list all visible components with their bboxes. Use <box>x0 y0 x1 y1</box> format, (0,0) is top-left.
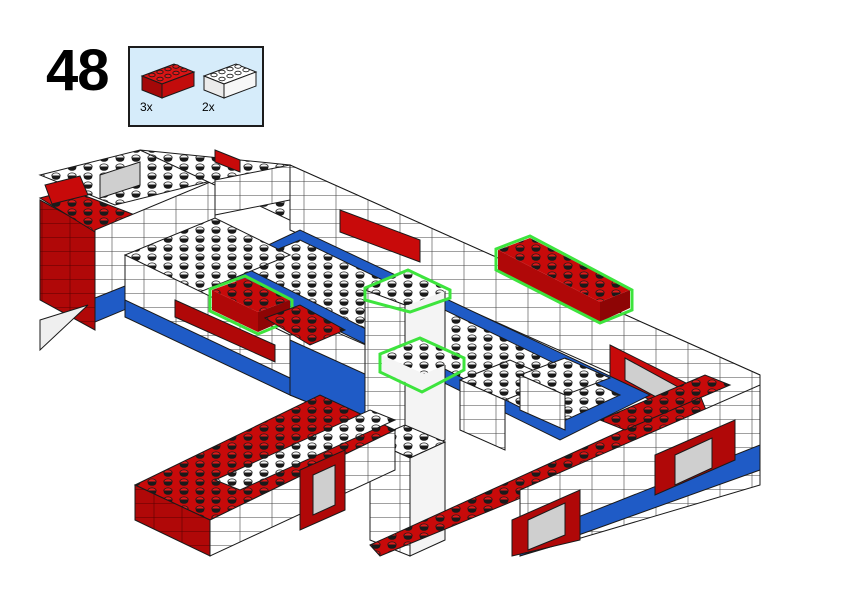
new-red-brick-left <box>208 274 347 346</box>
new-red-brick-right <box>494 234 634 325</box>
new-white-brick-lower <box>378 336 466 394</box>
front-wall <box>133 374 761 557</box>
step-number: 48 <box>46 38 110 103</box>
part-red-brick-quantity: 3x <box>140 100 153 114</box>
parts-list-callout: 3x 2x <box>128 46 264 127</box>
part-white-brick-quantity: 2x <box>202 100 215 114</box>
part-red-brick: 3x <box>138 58 198 114</box>
new-white-brick-top <box>363 268 452 314</box>
white-2x4-brick-icon <box>202 63 258 99</box>
part-white-brick: 2x <box>200 58 260 114</box>
red-2x4-brick-icon <box>140 63 196 99</box>
